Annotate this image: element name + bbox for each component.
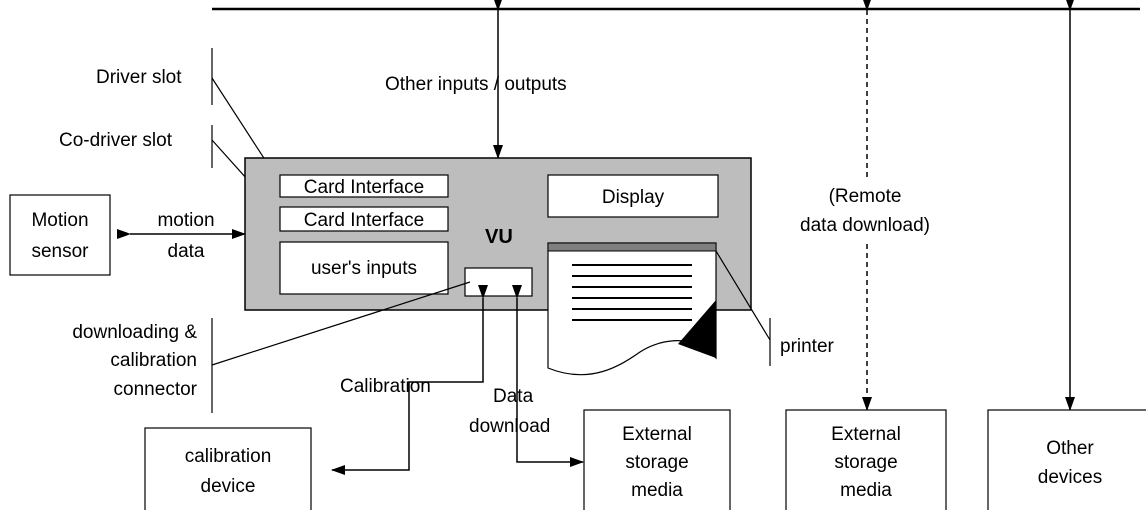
external-storage-2-label-line1: External [831, 424, 901, 445]
card-interface-1 [279, 174, 449, 198]
printer-label: printer [780, 336, 835, 357]
remote-download-label-line1: (Remote [829, 186, 902, 207]
display-label: Display [602, 187, 665, 208]
external-storage-2-label-line3: media [840, 480, 892, 501]
calibration-device-label-line2: device [201, 476, 256, 497]
data-download-label-line1: Data [493, 386, 534, 407]
external-storage-2-label-line2: storage [834, 452, 897, 473]
vu-title: VU [485, 226, 513, 248]
card-interface-1-label: Card Interface [304, 177, 424, 198]
motion-sensor-label-line1: Motion [31, 210, 88, 231]
external-storage-box-2 [785, 409, 947, 510]
card-interface-2 [279, 206, 449, 232]
data-download-label-line2: download [469, 416, 550, 437]
motion-data-label-line1: motion [157, 210, 214, 231]
calibration-label: Calibration [340, 376, 431, 397]
calibration-arrow [331, 285, 488, 475]
motion-sensor-box [9, 194, 111, 276]
other-devices-box [987, 409, 1146, 510]
external-storage-box-1 [583, 409, 731, 510]
external-storage-1-label-line1: External [622, 424, 692, 445]
remote-download-label-line2: data download) [800, 215, 930, 236]
connector-label-line1: downloading & [72, 322, 197, 343]
motion-sensor-label-line2: sensor [31, 241, 89, 262]
data-download-arrow [512, 285, 584, 467]
motion-data-label-line2: data [168, 241, 205, 262]
other-devices-label-line1: Other [1046, 438, 1094, 459]
calibration-device-label-line1: calibration [185, 446, 272, 467]
other-devices-label-line2: devices [1038, 467, 1102, 488]
external-storage-1-label-line3: media [631, 480, 683, 501]
card-interface-2-label: Card Interface [304, 210, 424, 231]
printer-icon [547, 242, 717, 376]
printer-leader [715, 250, 771, 341]
display-box [547, 174, 719, 218]
external-storage-1-label-line2: storage [625, 452, 688, 473]
download-connector [464, 267, 533, 297]
connector-label-line3: connector [114, 379, 198, 400]
driver-slot-label: Driver slot [96, 67, 182, 88]
remote-label-bg [785, 180, 945, 242]
codriver-slot-label: Co-driver slot [59, 130, 173, 151]
users-inputs-label: user's inputs [311, 258, 417, 279]
calibration-device-box [144, 427, 312, 510]
connector-label-line2: calibration [110, 350, 197, 371]
other-io-label: Other inputs / outputs [385, 74, 567, 95]
